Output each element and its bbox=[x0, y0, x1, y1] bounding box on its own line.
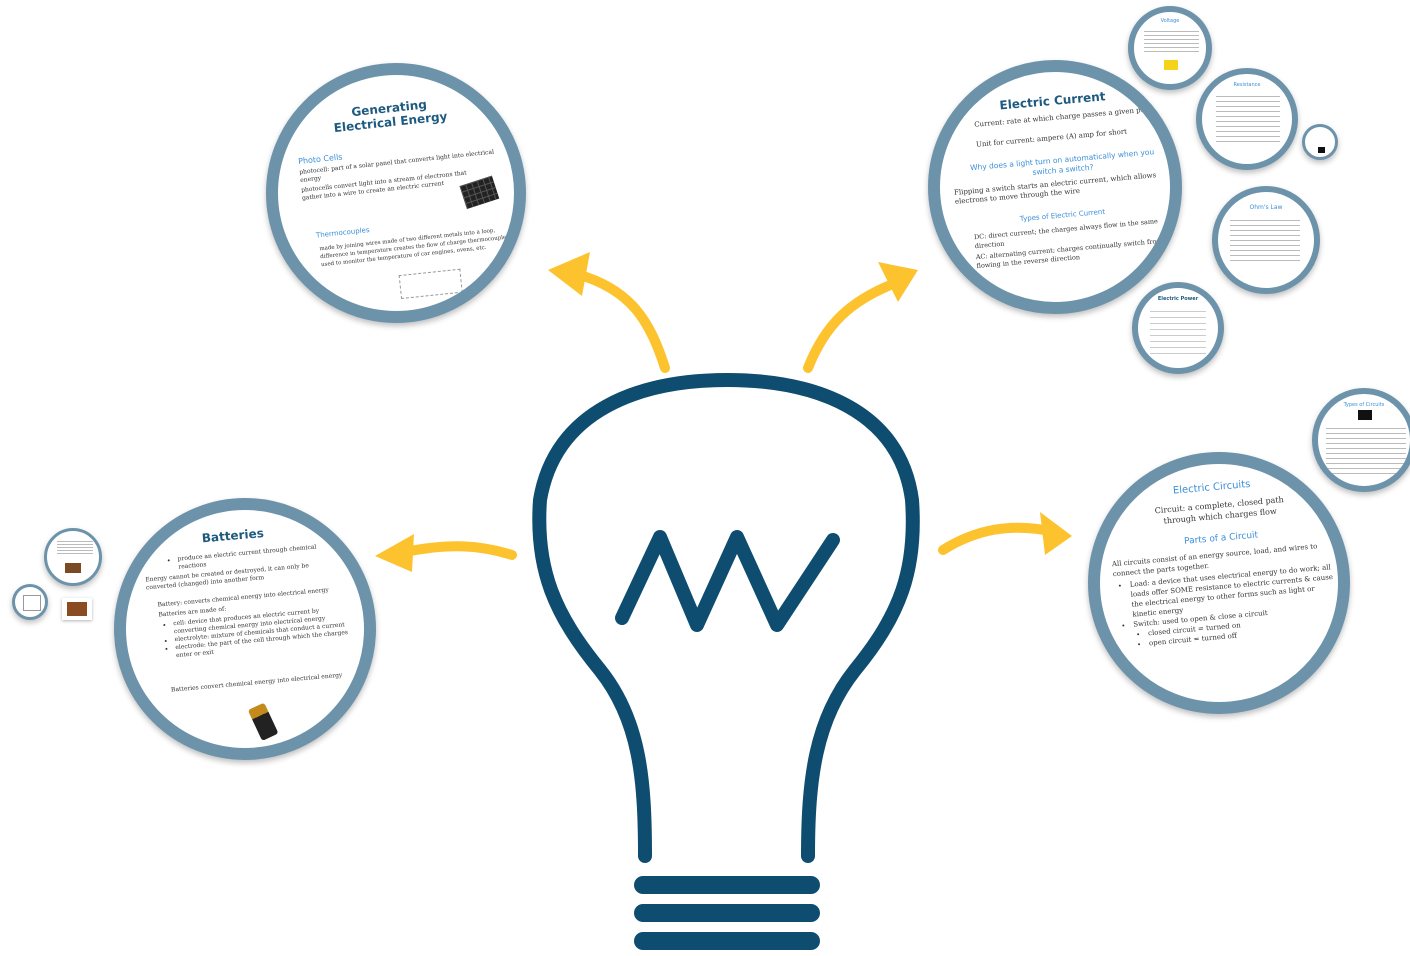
ohms-law-notes bbox=[1230, 216, 1300, 262]
generating-energy-bubble[interactable]: Generating Electrical Energy Photo Cells… bbox=[266, 63, 526, 323]
batteries-footer: Batteries convert chemical energy into e… bbox=[170, 671, 343, 694]
electric-power-bubble[interactable]: Electric Power bbox=[1132, 282, 1224, 374]
arrowhead-batteries bbox=[375, 534, 414, 572]
types-of-circuits-notes bbox=[1326, 424, 1406, 474]
voltage-notes bbox=[1144, 28, 1199, 54]
arrow-to-circuits bbox=[938, 522, 1060, 555]
ohms-law-bubble[interactable]: Ohm's Law bbox=[1212, 186, 1320, 294]
resistor-image bbox=[1318, 147, 1325, 153]
resistance-title: Resistance bbox=[1233, 82, 1261, 88]
photo-cells-heading: Photo Cells bbox=[297, 152, 343, 167]
battery-image bbox=[247, 702, 279, 741]
electric-power-notes bbox=[1150, 306, 1206, 354]
voltage-bubble[interactable]: Voltage bbox=[1128, 6, 1212, 90]
batteries-title: Batteries bbox=[201, 526, 265, 546]
types-of-circuits-title: Types of Circuits bbox=[1343, 402, 1385, 408]
battery-diagram-bubble[interactable] bbox=[12, 584, 48, 620]
arrowhead-circuits bbox=[1040, 512, 1072, 555]
thermocouple-diagram bbox=[398, 268, 463, 300]
electric-circuits-title: Electric Circuits bbox=[1172, 478, 1251, 497]
circuit-definition: Circuit: a complete, closed path through… bbox=[1154, 495, 1285, 526]
batteries-bubble[interactable]: Batteries produce an electric current th… bbox=[114, 498, 376, 760]
circuit-type-image bbox=[1358, 410, 1372, 420]
arrow-to-generating bbox=[575, 270, 670, 373]
current-unit: Unit for current: ampere (A) amp for sho… bbox=[975, 127, 1128, 149]
resistance-detail-bubble[interactable] bbox=[1302, 124, 1338, 160]
thermocouples-heading: Thermocouples bbox=[315, 225, 370, 240]
battery-diagram-sketch bbox=[23, 595, 41, 611]
battery-history-image bbox=[65, 563, 81, 573]
electric-current-bubble[interactable]: Electric Current Current: rate at which … bbox=[928, 60, 1182, 314]
arrow-to-current bbox=[803, 277, 903, 373]
arrowhead-generating bbox=[548, 252, 590, 296]
generating-title: Generating Electrical Energy bbox=[333, 97, 449, 136]
voltage-battery-image bbox=[1164, 60, 1178, 70]
bulb-base-ring-3 bbox=[634, 932, 820, 950]
bulb-glass bbox=[532, 372, 920, 863]
electric-power-title: Electric Power bbox=[1157, 296, 1199, 302]
resistance-bubble[interactable]: Resistance bbox=[1196, 68, 1298, 170]
types-of-circuits-bubble[interactable]: Types of Circuits bbox=[1312, 388, 1410, 492]
battery-history-bubble[interactable] bbox=[44, 528, 102, 586]
bulb-base-ring-1 bbox=[634, 876, 820, 894]
arrowhead-current bbox=[878, 262, 918, 302]
electric-circuits-bubble[interactable]: Electric Circuits Circuit: a complete, c… bbox=[1088, 452, 1350, 714]
voltage-title: Voltage bbox=[1160, 18, 1180, 24]
arrow-to-batteries bbox=[400, 541, 517, 560]
battery-photo bbox=[62, 598, 92, 620]
resistance-notes bbox=[1216, 92, 1280, 146]
ohms-law-title: Ohm's Law bbox=[1249, 204, 1283, 211]
bulb-base-ring-2 bbox=[634, 904, 820, 922]
battery-history-notes bbox=[57, 539, 93, 555]
resistor-zigzag-icon bbox=[615, 530, 840, 632]
